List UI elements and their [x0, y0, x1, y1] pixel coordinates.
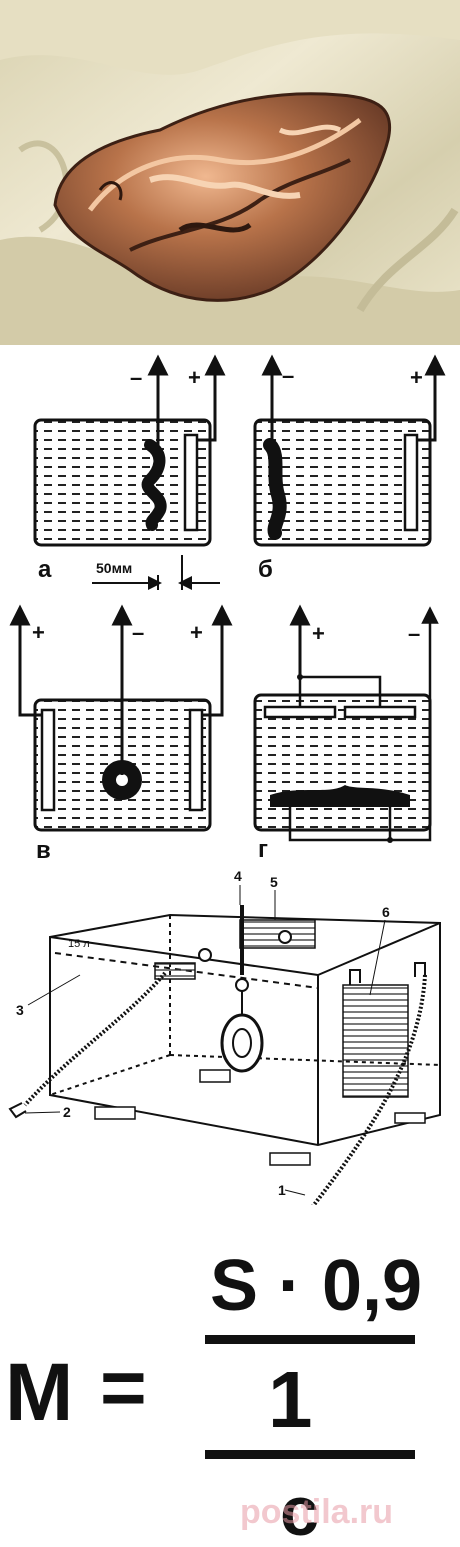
plus-right-label: + [190, 620, 203, 645]
diagram-v: + – + в [9, 604, 233, 864]
fraction-bar-bottom [205, 1450, 415, 1459]
dimension-label: 50мм [96, 560, 132, 576]
brooch [53, 92, 392, 302]
plus-label: + [312, 621, 325, 646]
callout-6: 6 [382, 904, 390, 920]
minus-label: – [132, 620, 144, 645]
callout-5: 5 [270, 874, 278, 890]
callout-4: 4 [234, 868, 242, 884]
plus-label: + [410, 365, 423, 390]
callout-3: 3 [16, 1002, 24, 1018]
brooch-photo [0, 0, 460, 345]
diagram-letter: а [38, 556, 52, 583]
minus-label: – [408, 621, 420, 646]
diagram-b: – + б [253, 354, 446, 583]
electrode-diagrams: – + а 50мм – + б [0, 345, 460, 865]
watermark: postila.ru [240, 1493, 393, 1531]
diagram-letter: г [258, 836, 268, 863]
minus-label: – [282, 363, 294, 388]
formula-lhs: M [5, 1347, 73, 1438]
formula-equals: = [100, 1343, 147, 1432]
formula-middle: 1 [268, 1355, 313, 1444]
level-label: 15 л [68, 938, 90, 950]
formula-denominator: с [280, 1472, 319, 1547]
formula-numerator: S · 0,9 [210, 1246, 422, 1326]
plus-label: + [188, 365, 201, 390]
formula: S · 0,9 M = 1 с postila.ru [0, 1205, 460, 1547]
fraction-bar-top [205, 1335, 415, 1344]
plus-left-label: + [32, 620, 45, 645]
electrolysis-tank-drawing: 15 л 1 2 3 4 5 6 [0, 865, 460, 1205]
diagram-letter: б [258, 556, 273, 583]
diagram-letter: в [36, 837, 51, 864]
diagram-a: – + а 50мм [33, 354, 226, 590]
callout-1: 1 [278, 1182, 286, 1198]
diagram-g: + – г [253, 604, 439, 863]
minus-label: – [130, 365, 142, 390]
callout-2: 2 [63, 1104, 71, 1120]
